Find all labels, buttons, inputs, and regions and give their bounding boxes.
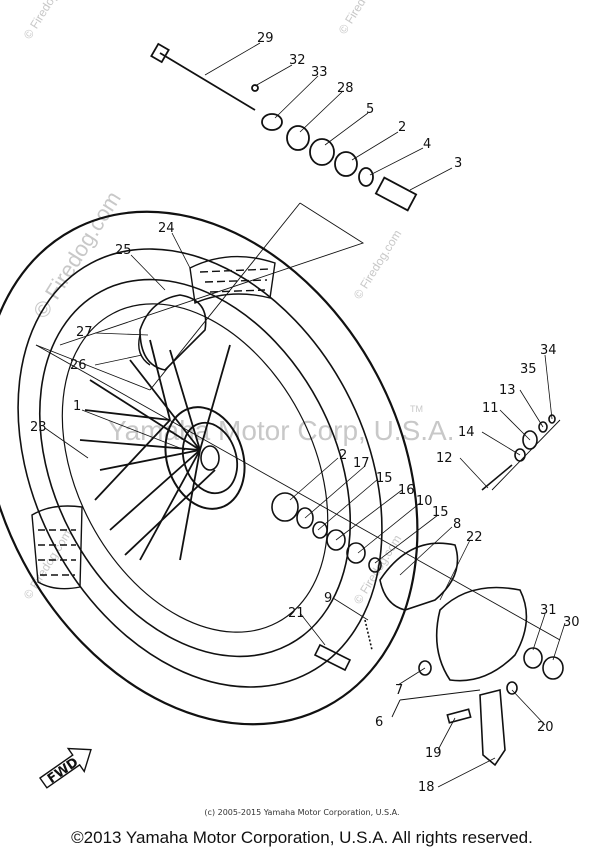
watermark-firedog-2: © Firedog.com [21, 0, 75, 42]
part-5 [309, 138, 335, 166]
callout-33: 33 [311, 65, 328, 80]
hub-drum [181, 421, 239, 495]
tire-outer [0, 210, 419, 726]
bearing-right [271, 492, 299, 522]
brake-arm-18 [479, 688, 506, 767]
cotter-pin-32 [251, 84, 259, 92]
callout-30: 30 [563, 615, 580, 630]
part-33 [261, 113, 283, 131]
part-10 [346, 542, 366, 564]
watermark-firedog-3: © Firedog.com [336, 0, 390, 37]
callout-27: 27 [76, 325, 93, 340]
callout-13: 13 [499, 383, 516, 398]
callout-28: 28 [337, 81, 354, 96]
callout-8: 8 [453, 517, 461, 532]
brake-parts [271, 414, 564, 767]
callout-16: 16 [398, 483, 415, 498]
part-3 [374, 176, 418, 212]
fwd-arrow-icon: FWD [39, 747, 92, 789]
part-28 [286, 125, 310, 151]
axle-parts [150, 42, 418, 212]
spring-9 [364, 619, 373, 651]
callout-35: 35 [520, 362, 537, 377]
callout-22: 22 [466, 530, 483, 545]
hub-flange [164, 406, 246, 510]
callout-26: 26 [70, 358, 87, 373]
small-copyright: (c) 2005-2015 Yamaha Motor Corporation, … [204, 808, 400, 817]
watermark-tm: TM [410, 404, 423, 414]
rim-outer [38, 278, 352, 658]
callout-20: 20 [537, 720, 554, 735]
tread-left [31, 505, 83, 590]
part-15 [326, 529, 346, 551]
callout-5: 5 [366, 102, 374, 117]
part-20 [506, 681, 518, 695]
callout-4: 4 [423, 137, 431, 152]
callout-1: 1 [73, 399, 81, 414]
rim-inner [61, 303, 329, 633]
callout-29: 29 [257, 31, 274, 46]
valve-stem [138, 334, 151, 366]
callout-32: 32 [289, 53, 306, 68]
part-4 [358, 167, 374, 187]
part-7 [418, 660, 432, 676]
callout-7: 7 [395, 683, 403, 698]
callout-14: 14 [458, 425, 475, 440]
watermark-firedog-6: © Firedog.com [21, 527, 75, 601]
callout-6: 6 [375, 715, 383, 730]
callout-15-b: 15 [432, 505, 449, 520]
callout-25: 25 [115, 243, 132, 258]
axle-head [150, 42, 170, 64]
axle-shaft [159, 52, 256, 111]
part-35 [538, 421, 548, 433]
callout-2-top: 2 [398, 120, 406, 135]
callout-12: 12 [436, 451, 453, 466]
callout-24: 24 [158, 221, 175, 236]
callout-19: 19 [425, 746, 442, 761]
part-16 [368, 557, 382, 573]
bolt-19 [446, 708, 472, 724]
part-2-top [334, 151, 358, 177]
part-31 [523, 647, 543, 669]
callout-15-a: 15 [376, 471, 393, 486]
wheel-assembly [0, 210, 419, 726]
inner-tube [139, 294, 207, 371]
hub-center [200, 445, 220, 471]
watermark-firedog-4: © Firedog.com [351, 227, 405, 301]
callout-18: 18 [418, 780, 435, 795]
callout-3: 3 [454, 156, 462, 171]
callout-11: 11 [482, 401, 499, 416]
spokes [79, 339, 231, 561]
callout-31: 31 [540, 603, 557, 618]
cable-12 [481, 464, 513, 491]
brake-shoes [379, 542, 459, 611]
part-11 [522, 430, 538, 450]
main-copyright: ©2013 Yamaha Motor Corporation, U.S.A. A… [71, 828, 533, 847]
part-17 [312, 521, 328, 539]
adjuster-21 [313, 643, 352, 672]
leader-lines [44, 42, 566, 788]
part-2-right [296, 507, 314, 529]
part-34 [548, 414, 556, 424]
callout-labels: 29 32 33 28 5 2 4 3 24 25 27 26 1 23 2 1… [30, 31, 580, 795]
callout-9: 9 [324, 591, 332, 606]
nut-30 [542, 656, 564, 680]
tread-top [189, 255, 276, 305]
callout-10: 10 [416, 494, 433, 509]
watermark-layer: © Firedog.com © Firedog.com © Firedog.co… [21, 0, 455, 607]
callout-34: 34 [540, 343, 557, 358]
brake-panel [435, 586, 528, 682]
callout-23: 23 [30, 420, 47, 435]
callout-2-right: 2 [339, 448, 347, 463]
callout-17: 17 [353, 456, 370, 471]
callout-21: 21 [288, 606, 305, 621]
